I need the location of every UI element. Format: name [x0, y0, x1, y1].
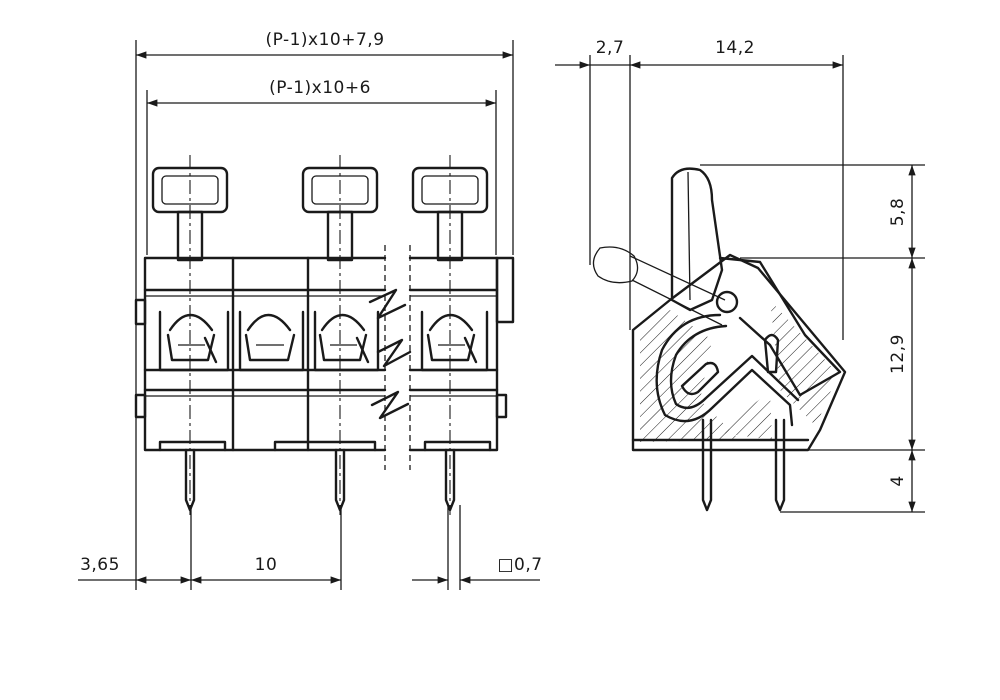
pin-1: [184, 448, 196, 512]
front-view: (P-1)x10+7,9 (P-1)x10+6 3,65 10 □0,7: [78, 30, 542, 590]
lever-open-ghost: [592, 246, 726, 326]
dim-pitch: 10: [190, 555, 341, 584]
dim-pin-section: □0,7: [412, 555, 542, 584]
break-lines: [368, 245, 412, 470]
dim-left-offset-label: 3,65: [80, 555, 120, 575]
dim-left-offset: 3,65: [78, 555, 192, 584]
dim-lever-height: 5,8: [888, 164, 916, 258]
dim-pin-length: 4: [888, 450, 916, 512]
dim-side-offset-label: 2,7: [596, 38, 625, 58]
centre-lines: [189, 155, 451, 515]
dim-body-height-label: 12,9: [888, 334, 908, 374]
dim-inner-width-label: (P-1)x10+6: [269, 78, 371, 98]
side-extension-lines: [589, 55, 925, 513]
pin-2: [334, 448, 346, 512]
wire-opening-3: [313, 310, 380, 372]
wire-opening-1: [158, 310, 230, 372]
dim-side-depth: 14,2: [630, 38, 843, 69]
lever-closed: [670, 167, 842, 397]
dim-overall-width: (P-1)x10+7,9: [135, 30, 513, 59]
dim-side-depth-label: 14,2: [715, 38, 755, 58]
dim-pin-section-label: □0,7: [497, 555, 542, 575]
dim-overall-width-label: (P-1)x10+7,9: [265, 30, 384, 50]
dim-lever-height-label: 5,8: [888, 198, 908, 227]
housing-right: [408, 256, 515, 452]
pin-3: [444, 448, 456, 512]
dim-inner-width: (P-1)x10+6: [146, 78, 496, 107]
clamp-spring: [655, 313, 800, 427]
housing-left: [134, 256, 387, 452]
side-pin-rear: [774, 418, 786, 512]
dim-pin-length-label: 4: [888, 475, 908, 486]
dim-body-height: 12,9: [888, 258, 916, 450]
dim-pitch-label: 10: [255, 555, 278, 575]
wire-opening-2: [238, 310, 305, 372]
wire-opening-4: [420, 310, 489, 372]
side-housing: [631, 253, 847, 452]
dim-side-offset: 2,7: [555, 38, 630, 69]
side-view: 2,7 14,2 5,8 12,9 4: [555, 38, 925, 513]
side-pin-front: [701, 418, 713, 512]
